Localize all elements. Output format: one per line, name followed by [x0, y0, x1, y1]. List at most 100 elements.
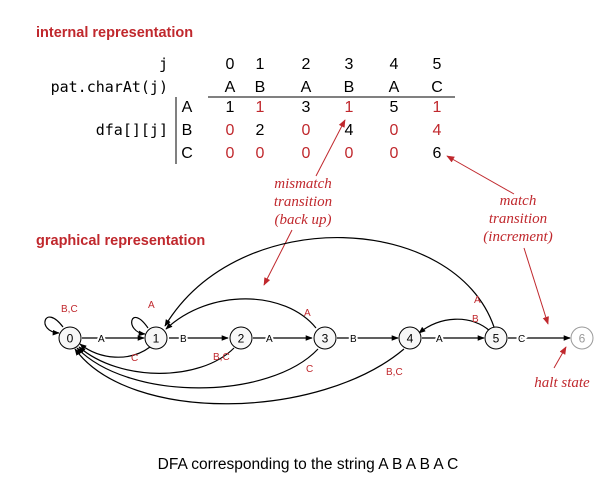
dfa-cell: 1	[256, 99, 265, 116]
edge-5-to-4	[418, 318, 491, 334]
index-cell: 0	[226, 56, 235, 73]
index-cell: 3	[345, 56, 354, 73]
mismatch-graph-arrow	[263, 229, 293, 286]
state-4-label: 4	[407, 332, 414, 346]
halt-state-label: halt state	[534, 375, 590, 391]
state-0-label: 0	[67, 332, 74, 346]
pattern-cell: B	[255, 79, 266, 96]
label-5-to-4: B	[472, 314, 479, 325]
edge-4-to-0	[74, 348, 405, 405]
internal-representation-title: internal representation	[36, 25, 193, 41]
dfa-label: dfa[][j]	[96, 121, 168, 139]
label-1-self: A	[148, 300, 155, 311]
row-char-b: B	[182, 122, 193, 139]
pattern-cell: C	[431, 79, 443, 96]
label-2-to-3: A	[266, 334, 273, 345]
state-1: 1	[144, 326, 168, 350]
dfa-cell: 1	[433, 99, 442, 116]
dfa-cell: 0	[390, 145, 399, 162]
state-0: 0	[58, 326, 82, 350]
dfa-cell: 0	[302, 122, 311, 139]
dfa-cell: 4	[345, 122, 354, 139]
dfa-cell: 1	[345, 99, 354, 116]
label-1-to-0: C	[131, 353, 138, 364]
dfa-cell: 0	[302, 145, 311, 162]
dfa-cell: 4	[433, 122, 442, 139]
mismatch-line-2: transition	[274, 194, 332, 210]
dfa-cell: 6	[433, 145, 442, 162]
match-annotation: match transition (increment)	[483, 193, 552, 245]
edge-labels: B,C A C A B A B,C A B C A B,C A B C	[61, 295, 527, 378]
index-cell: 2	[302, 56, 311, 73]
dfa-states: 0 1 2 3 4 5 6	[58, 326, 594, 350]
pattern-cell: A	[389, 79, 400, 96]
edge-3-to-1	[165, 298, 317, 330]
match-line-1: match	[500, 193, 537, 209]
label-2-to-0: B,C	[213, 352, 230, 363]
index-cell: 4	[390, 56, 399, 73]
label-0-to-1: A	[98, 334, 105, 345]
dfa-cell: 0	[226, 122, 235, 139]
state-6-halt: 6	[570, 326, 594, 350]
pattern-cell: A	[225, 79, 236, 96]
mismatch-pointer-arrow	[315, 119, 346, 177]
index-row: 0 1 2 3 4 5	[226, 56, 442, 73]
state-2: 2	[229, 326, 253, 350]
match-line-3: (increment)	[483, 229, 552, 245]
index-cell: 5	[433, 56, 442, 73]
row-char-c: C	[181, 145, 193, 162]
dfa-row-c: 0 0 0 0 0 6	[226, 145, 442, 162]
match-line-2: transition	[489, 211, 547, 227]
graphical-representation-title: graphical representation	[36, 233, 205, 249]
label-4-to-0: B,C	[386, 367, 403, 378]
mismatch-annotation: mismatch transition (back up)	[274, 176, 332, 228]
figure-caption: DFA corresponding to the string A B A B …	[158, 456, 459, 473]
state-3: 3	[313, 326, 337, 350]
dfa-cell: 0	[345, 145, 354, 162]
label-3-to-1: A	[304, 308, 311, 319]
label-3-to-0: C	[306, 364, 313, 375]
dfa-cell: 5	[390, 99, 399, 116]
dfa-cell: 3	[302, 99, 311, 116]
state-2-label: 2	[238, 332, 245, 346]
edge-1-to-0	[79, 343, 151, 358]
edge-3-to-0	[76, 347, 319, 389]
index-cell: 1	[256, 56, 265, 73]
pattern-cell: B	[344, 79, 355, 96]
row-char-a: A	[182, 99, 193, 116]
state-1-label: 1	[153, 332, 160, 346]
label-5-to-1: A	[474, 295, 481, 306]
edge-0-self-loop	[44, 316, 64, 336]
dfa-cell: 0	[256, 145, 265, 162]
state-5: 5	[484, 326, 508, 350]
edge-1-self-loop	[131, 316, 149, 337]
state-5-label: 5	[493, 332, 500, 346]
dfa-cell: 0	[390, 122, 399, 139]
j-label: j	[159, 55, 168, 73]
mismatch-line-1: mismatch	[274, 176, 332, 192]
state-3-label: 3	[322, 332, 329, 346]
match-graph-arrow	[523, 247, 549, 325]
label-4-to-5: A	[436, 334, 443, 345]
pattern-row: A B A B A C	[225, 79, 443, 96]
label-0-self: B,C	[61, 304, 78, 315]
pattern-cell: A	[301, 79, 312, 96]
state-4: 4	[398, 326, 422, 350]
dfa-cell: 1	[226, 99, 235, 116]
dfa-row-b: 0 2 0 4 0 4	[226, 122, 442, 139]
dfa-cell: 2	[256, 122, 265, 139]
dfa-cell: 0	[226, 145, 235, 162]
dfa-edges	[44, 237, 571, 405]
label-1-to-2: B	[180, 334, 187, 345]
mismatch-line-3: (back up)	[274, 212, 331, 228]
pat-charat-label: pat.charAt(j)	[51, 78, 168, 96]
match-pointer-arrow	[446, 155, 515, 195]
edge-5-to-1	[164, 237, 495, 328]
state-6-label: 6	[579, 332, 586, 346]
dfa-row-a: 1 1 3 1 5 1	[226, 99, 442, 116]
halt-pointer-arrow	[553, 346, 567, 369]
label-5-to-6: C	[518, 334, 525, 345]
edge-2-to-0	[78, 346, 235, 374]
label-3-to-4: B	[350, 334, 357, 345]
